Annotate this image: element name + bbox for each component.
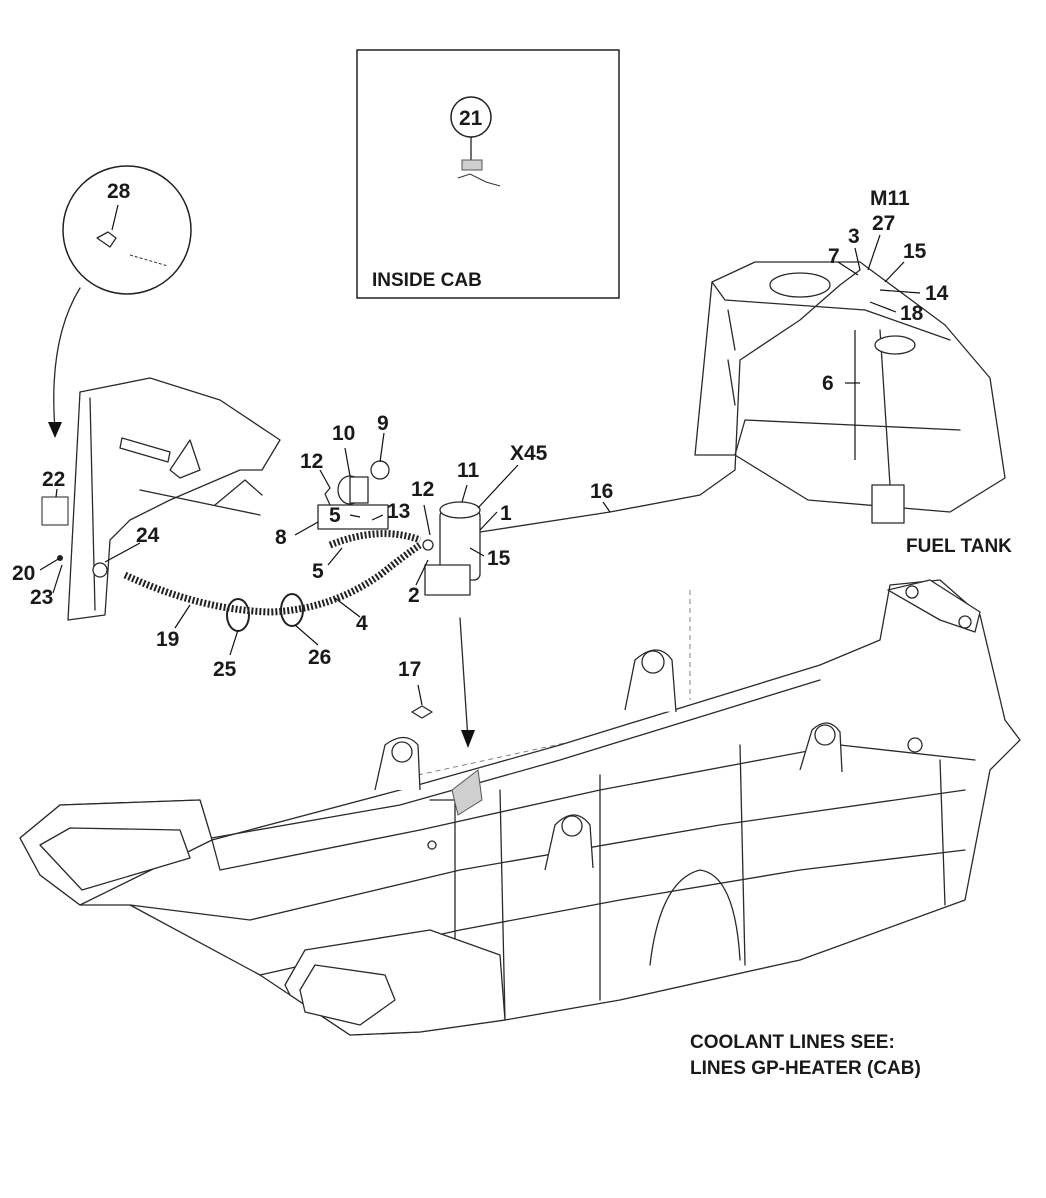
cab-panel	[41, 377, 281, 621]
coolant-note-line1: COOLANT LINES SEE:	[690, 1032, 895, 1053]
coolant-note-line2: LINES GP-HEATER (CAB)	[690, 1058, 921, 1079]
callout-3: 3	[848, 225, 860, 248]
callout-9: 9	[377, 412, 389, 435]
callout-16: 16	[590, 480, 613, 503]
callout-25: 25	[213, 658, 237, 681]
callout-21: 21	[459, 107, 483, 130]
fuel-tank	[694, 261, 1006, 524]
callout-24: 24	[136, 524, 160, 547]
callout-6: 6	[822, 372, 834, 395]
callout-19: 19	[156, 628, 179, 651]
callout-12-right: 12	[411, 478, 434, 501]
callout-12-left: 12	[300, 450, 323, 473]
callout-26: 26	[308, 646, 331, 669]
callout-8: 8	[275, 526, 287, 549]
callout-5-lower: 5	[312, 560, 324, 583]
callout-17: 17	[398, 658, 421, 681]
callout-11: 11	[457, 459, 480, 482]
callout-18: 18	[900, 302, 924, 325]
exhaust-hose	[123, 542, 422, 616]
callout-7: 7	[828, 245, 840, 268]
heater-assembly	[317, 460, 481, 596]
fuel-line	[479, 269, 861, 533]
callout-13: 13	[387, 500, 410, 523]
inside-cab-label: INSIDE CAB	[372, 270, 482, 291]
callout-22: 22	[42, 468, 65, 491]
inside-cab-inset	[356, 49, 620, 299]
leader-lines	[39, 234, 921, 706]
callout-1: 1	[500, 502, 512, 525]
fuel-tank-label: FUEL TANK	[906, 536, 1012, 557]
callout-23: 23	[30, 586, 53, 609]
callout-5-upper: 5	[329, 504, 341, 527]
callout-4: 4	[356, 612, 368, 635]
upper-frame	[19, 579, 1021, 1036]
callout-28: 28	[107, 180, 131, 203]
detail-circle	[48, 165, 192, 438]
callout-15-heater: 15	[487, 547, 511, 570]
item-17-part	[411, 705, 433, 719]
labels: INSIDE CAB FUEL TANK COOLANT LINES SEE: …	[12, 107, 1012, 1079]
callout-20: 20	[12, 562, 35, 585]
callout-10: 10	[332, 422, 355, 445]
callout-2: 2	[408, 584, 420, 607]
x45-label: X45	[510, 442, 548, 465]
callout-27: 27	[872, 212, 895, 235]
callout-14: 14	[925, 282, 949, 305]
m11-label: M11	[870, 187, 910, 210]
callout-15-tank: 15	[903, 240, 927, 263]
hose-clamps	[92, 562, 304, 632]
